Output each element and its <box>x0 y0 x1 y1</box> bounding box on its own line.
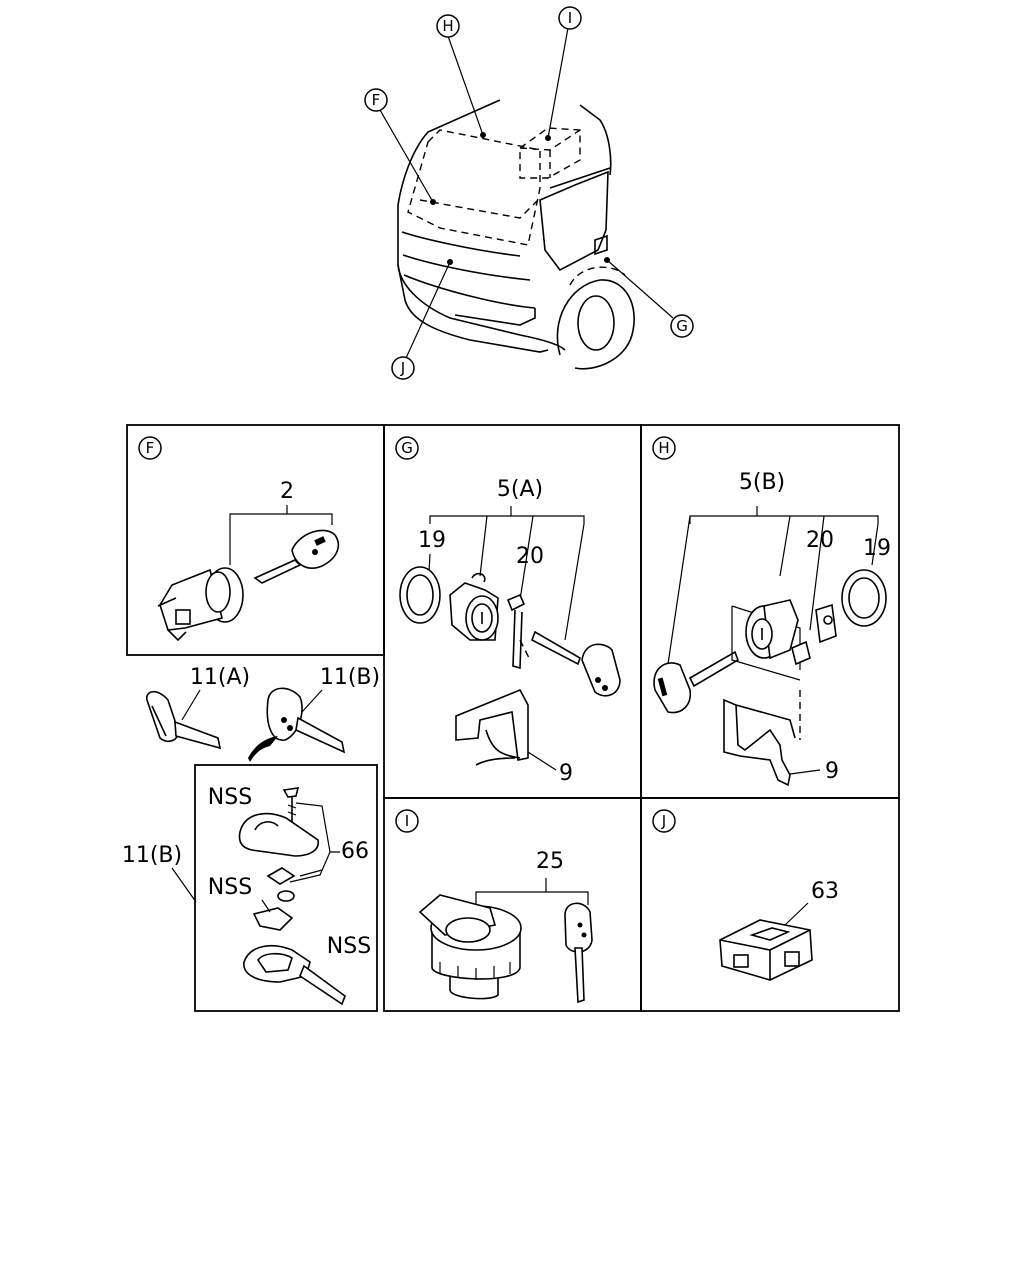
part-label-2: 2 <box>280 479 294 504</box>
svg-text:H: H <box>442 17 453 35</box>
svg-text:G: G <box>676 317 688 335</box>
svg-text:G: G <box>401 439 413 457</box>
nss-label-1: NSS <box>208 785 252 810</box>
door-lock-cylinder-icon <box>449 572 499 641</box>
key-11a: 11(A) <box>146 665 250 750</box>
ignition-cylinder-icon <box>157 567 244 642</box>
control-module-icon <box>719 919 813 981</box>
svg-text:11(A): 11(A) <box>190 665 250 690</box>
svg-text:11(B): 11(B) <box>320 665 380 690</box>
part-label-9-h: 9 <box>825 759 839 784</box>
svg-text:11(B): 11(B) <box>122 843 182 868</box>
callout-h: H <box>436 14 460 38</box>
nss-detail: 11(B) NSS NSS NSS 66 <box>122 785 371 1006</box>
svg-text:F: F <box>372 91 381 109</box>
screw-icon <box>282 787 300 832</box>
callout-j: J <box>391 356 415 380</box>
svg-text:F: F <box>146 439 155 457</box>
panel-h: H 5(B) 20 19 9 <box>652 436 891 787</box>
part-label-19-g: 19 <box>418 528 446 553</box>
truck-overview <box>379 27 674 370</box>
part-label-5a: 5(A) <box>497 477 543 502</box>
part-label-63: 63 <box>811 879 839 904</box>
svg-text:I: I <box>405 812 409 830</box>
nss-label-2: NSS <box>208 875 252 900</box>
callout-f: F <box>364 88 388 112</box>
callout-g: G <box>670 314 694 338</box>
panel-j-frame <box>640 797 900 1012</box>
panel-i: I 25 <box>395 809 593 1004</box>
panel-f: F 2 <box>138 436 339 642</box>
nss-label-3: NSS <box>327 934 371 959</box>
part-label-9-g: 9 <box>559 761 573 786</box>
panel-nss-detail-frame <box>194 764 378 1012</box>
part-label-25: 25 <box>536 849 564 874</box>
panel-g: G 5(A) 19 20 9 <box>395 436 621 786</box>
key-icon <box>253 529 339 584</box>
part-label-66: 66 <box>341 839 369 864</box>
svg-text:H: H <box>658 439 669 457</box>
door-lock-cylinder-icon-h <box>745 599 799 660</box>
fuel-cap-icon <box>418 894 522 1000</box>
panel-j: J 63 <box>652 809 839 981</box>
part-label-5b: 5(B) <box>739 470 785 495</box>
svg-text:J: J <box>400 359 405 377</box>
callout-i: I <box>558 6 582 30</box>
svg-text:J: J <box>661 812 666 830</box>
part-label-20-g: 20 <box>516 544 544 569</box>
part-label-19-h: 19 <box>863 536 891 561</box>
panel-i-frame <box>383 797 642 1012</box>
svg-text:I: I <box>568 9 572 27</box>
key-11b: 11(B) <box>248 665 380 762</box>
